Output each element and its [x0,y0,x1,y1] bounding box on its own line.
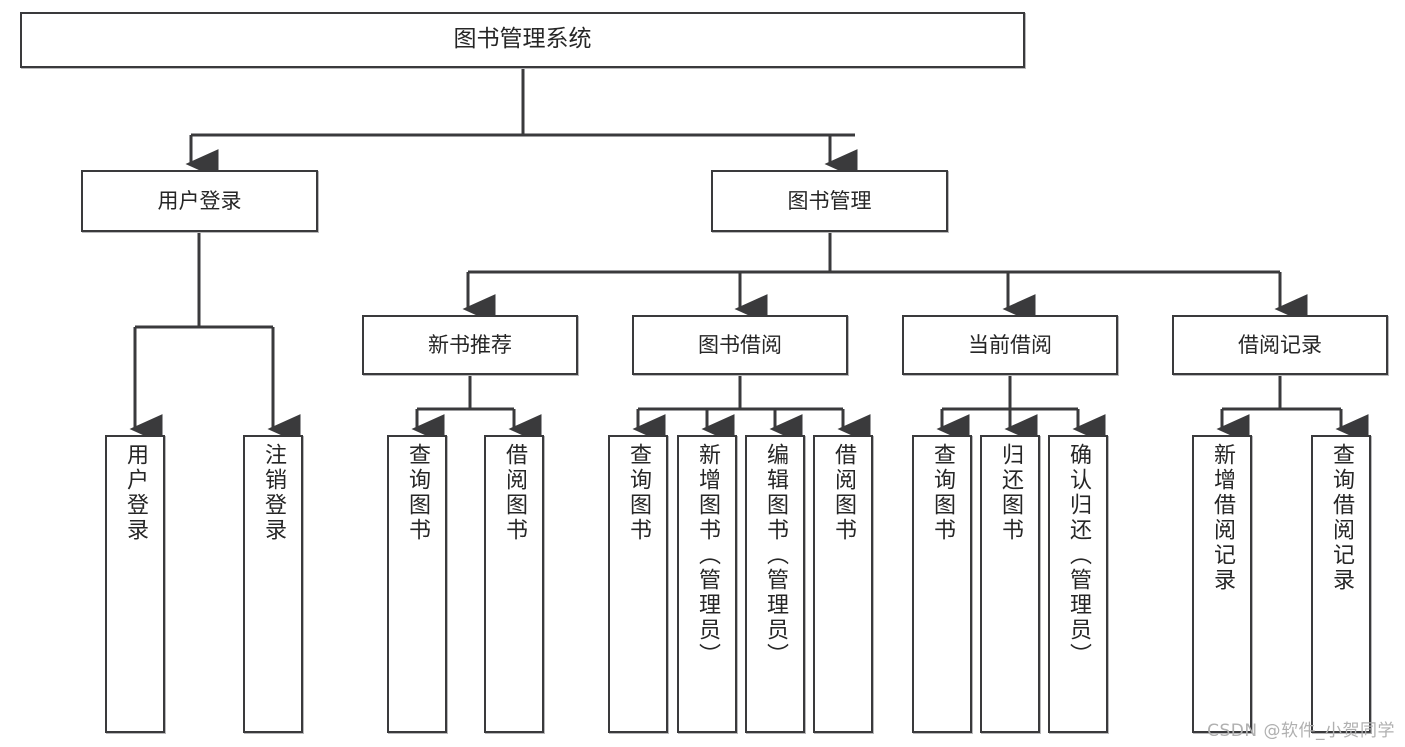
leaf-user-logout-label: 注销登录 [261,443,286,543]
node-book-borrow[interactable]: 图书借阅 [632,315,848,375]
leaf-user-login-label: 用户登录 [123,443,148,543]
leaf-confirm-return-admin-label: 确认归还（管理员） [1066,443,1091,668]
leaf-edit-book-admin-label: 编辑图书（管理员） [763,443,788,668]
leaf-user-login[interactable]: 用户登录 [105,435,165,733]
node-current-borrow[interactable]: 当前借阅 [902,315,1118,375]
node-user-login[interactable]: 用户登录 [81,170,318,232]
leaf-add-borrow-record[interactable]: 新增借阅记录 [1192,435,1252,733]
leaf-add-book-admin-label: 新增图书（管理员） [695,443,720,668]
node-root[interactable]: 图书管理系统 [20,12,1025,68]
leaf-query-book-borrow[interactable]: 查询图书 [608,435,668,733]
leaf-confirm-return-admin[interactable]: 确认归还（管理员） [1048,435,1108,733]
leaf-return-book[interactable]: 归还图书 [980,435,1040,733]
node-current-borrow-label: 当前借阅 [968,332,1052,357]
node-user-login-label: 用户登录 [157,188,242,213]
node-book-management-label: 图书管理 [787,188,872,213]
node-borrow-record-label: 借阅记录 [1238,332,1322,357]
leaf-borrow-book-label: 借阅图书 [831,443,856,543]
leaf-query-book-recommend[interactable]: 查询图书 [387,435,447,733]
leaf-borrow-book-recommend-label: 借阅图书 [502,443,527,543]
node-new-book-recommend-label: 新书推荐 [428,332,512,357]
leaf-query-book-recommend-label: 查询图书 [405,443,430,543]
leaf-query-book-borrow-label: 查询图书 [626,443,651,543]
node-new-book-recommend[interactable]: 新书推荐 [362,315,578,375]
leaf-query-borrow-record-label: 查询借阅记录 [1329,443,1354,593]
leaf-edit-book-admin[interactable]: 编辑图书（管理员） [745,435,805,733]
leaf-add-book-admin[interactable]: 新增图书（管理员） [677,435,737,733]
leaf-user-logout[interactable]: 注销登录 [243,435,303,733]
node-root-label: 图书管理系统 [453,26,592,53]
leaf-borrow-book[interactable]: 借阅图书 [813,435,873,733]
leaf-borrow-book-recommend[interactable]: 借阅图书 [484,435,544,733]
watermark: CSDN @软件_小贺同学 [1207,721,1395,741]
leaf-query-book-current[interactable]: 查询图书 [912,435,972,733]
leaf-query-borrow-record[interactable]: 查询借阅记录 [1311,435,1371,733]
leaf-add-borrow-record-label: 新增借阅记录 [1210,443,1235,593]
node-borrow-record[interactable]: 借阅记录 [1172,315,1388,375]
node-book-management[interactable]: 图书管理 [711,170,948,232]
leaf-query-book-current-label: 查询图书 [930,443,955,543]
node-book-borrow-label: 图书借阅 [698,332,782,357]
leaf-return-book-label: 归还图书 [998,443,1023,543]
